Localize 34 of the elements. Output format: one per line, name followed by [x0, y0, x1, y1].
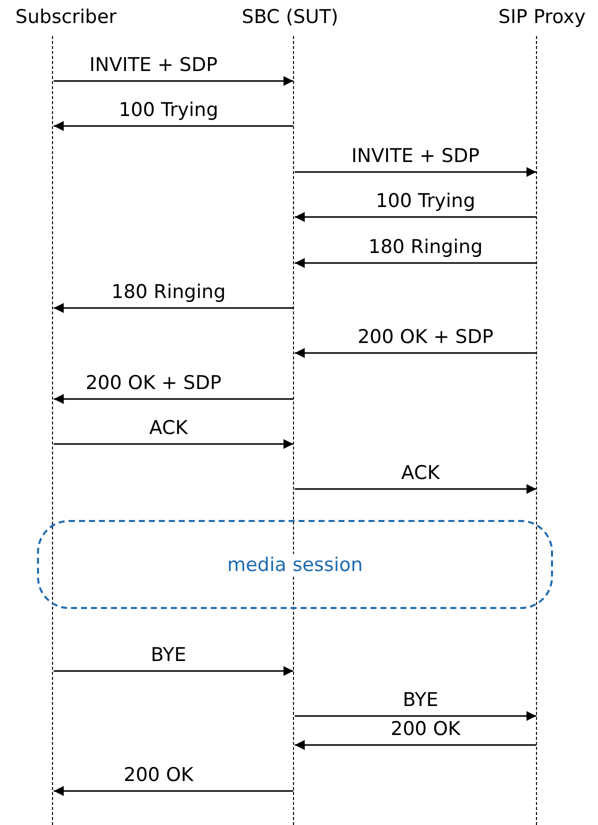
message-label: 180 Ringing [111, 281, 226, 303]
message-arrow [54, 121, 294, 131]
message-arrow [54, 303, 294, 313]
message-label: INVITE + SDP [351, 145, 480, 167]
participant-label: SBC (SUT) [242, 6, 338, 28]
lifeline [52, 36, 54, 825]
message-arrow [54, 666, 294, 676]
message-arrow [294, 258, 536, 268]
message-label: BYE [402, 689, 438, 711]
message-label: ACK [401, 462, 440, 484]
message-label: 200 OK [124, 764, 194, 786]
message-arrow [294, 740, 536, 750]
message-label: 100 Trying [376, 190, 476, 212]
session-box [37, 520, 553, 609]
message-arrow [54, 439, 294, 449]
message-arrow [294, 212, 536, 222]
participant-label: SIP Proxy [498, 6, 586, 28]
message-arrow [54, 786, 294, 796]
message-label: 180 Ringing [368, 236, 483, 258]
message-label: 100 Trying [118, 99, 218, 121]
lifeline [536, 36, 538, 825]
message-arrow [294, 348, 536, 358]
message-label: 200 OK [390, 718, 460, 740]
message-arrow [294, 167, 536, 177]
message-label: 200 OK + SDP [86, 372, 222, 394]
message-arrow [54, 394, 294, 404]
participant-label: Subscriber [15, 6, 117, 28]
message-label: INVITE + SDP [89, 54, 218, 76]
message-arrow [54, 76, 294, 86]
message-arrow [294, 484, 536, 494]
message-arrow [294, 711, 536, 721]
message-label: ACK [149, 417, 188, 439]
message-label: BYE [150, 644, 186, 666]
message-label: 200 OK + SDP [358, 326, 494, 348]
